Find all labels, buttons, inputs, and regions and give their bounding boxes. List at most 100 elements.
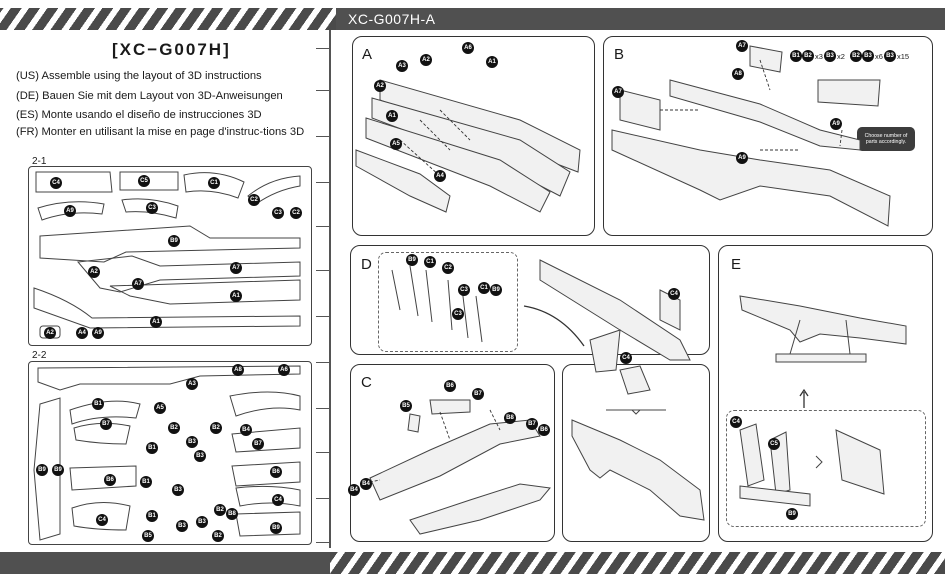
panel-c-drawing: [359, 399, 551, 535]
step-c-part-tag: B4: [360, 478, 372, 490]
spine-tick: [316, 362, 330, 363]
sheet-2-2-part-tag: B1: [146, 442, 158, 454]
spine-tick: [316, 316, 330, 317]
spine-tick: [316, 270, 330, 271]
step-d-part-tag: C2: [442, 262, 454, 274]
step-a-part-tag: A1: [386, 110, 398, 122]
lang-fr: (FR) Monter en utilisant la mise en page…: [16, 126, 305, 138]
step-letter-e: E: [731, 256, 742, 273]
quantity-label: x15: [897, 52, 910, 61]
sheet-2-2-part-tag: B6: [270, 466, 282, 478]
sheet-2-1-part-tag: C3: [272, 207, 284, 219]
sheet-2-2-part-tag: B6: [104, 474, 116, 486]
sheet-2-1-part-tag: A9: [64, 205, 76, 217]
sheet-2-2-part-tag: A8: [232, 364, 244, 376]
sheet-2-1-part-tag: C3: [146, 202, 158, 214]
sheet-2-1-part-tag: B9: [168, 235, 180, 247]
step-e-part-tag: C4: [730, 416, 742, 428]
sheet-2-2-part-tag: B2: [214, 504, 226, 516]
sheet-2-2-part-tag: B1: [140, 476, 152, 488]
sheet-2-2-part-tag: B3: [186, 436, 198, 448]
panel-b-drawing: [611, 45, 891, 227]
e-stand-box: [726, 410, 926, 527]
sheet-2-2-part-tag: B2: [168, 422, 180, 434]
step-c-part-tag: B5: [400, 400, 412, 412]
step-b-part-tag: A9: [736, 152, 748, 164]
sheet-2-1-part-tag: A2: [44, 327, 56, 339]
sheet-2-1-part-tag: A2: [88, 266, 100, 278]
model-code: XC-G007H-A: [336, 8, 448, 30]
panel-d-drawing: [391, 259, 691, 415]
sheet-2-2-part-tag: B3: [194, 450, 206, 462]
sheet-2-2-part-tag: B2: [210, 422, 222, 434]
step-a-part-tag: A1: [486, 56, 498, 68]
sheet-2-2-part-tag: B3: [196, 516, 208, 528]
step-e-part-tag: B9: [786, 508, 798, 520]
sheet-2-2-part-tag: B9: [36, 464, 48, 476]
footer-stripe-left: [0, 552, 330, 574]
sheet-2-1-part-tag: C2: [248, 194, 260, 206]
binding-spine: [329, 30, 331, 548]
step-a-part-tag: A2: [374, 80, 386, 92]
spine-tick: [316, 408, 330, 409]
sheet-2-1-part-tag: C5: [138, 175, 150, 187]
step-d-part-tag: B9: [490, 284, 502, 296]
step-c-part-tag: B4: [348, 484, 360, 496]
sheet-2-2-part-tag: B7: [252, 438, 264, 450]
sheet-2-1-part-tag: A7: [132, 278, 144, 290]
parts-sheet-2-2: [28, 361, 312, 545]
spine-tick: [316, 90, 330, 91]
sheet-2-1-part-tag: A1: [230, 290, 242, 302]
sheet-2-1-part-tag: A9: [92, 327, 104, 339]
step-letter-c: C: [361, 374, 372, 391]
d-subassembly-box: [378, 252, 518, 352]
sheet-2-1-part-tag: A4: [76, 327, 88, 339]
sheet-2-2-part-tag: C4: [96, 514, 108, 526]
step-b-quantity-tag: B3: [884, 50, 896, 62]
step-d-part-tag: C4: [620, 352, 632, 364]
sheet-2-2-part-tag: A3: [186, 378, 198, 390]
sheet-2-2-part-tag: B1: [92, 398, 104, 410]
quantity-label: x3: [815, 52, 823, 61]
step-c-part-tag: B7: [472, 388, 484, 400]
panel-a-drawing: [355, 79, 581, 213]
sheet-2-2-part-tag: B3: [172, 484, 184, 496]
step-b-quantity-tag: B2: [802, 50, 814, 62]
header-stripe-right: [448, 8, 945, 30]
sheet-2-2-part-tag: B9: [52, 464, 64, 476]
sheet-2-2-outlines: [33, 365, 301, 541]
sheet-label-2-2: 2-2: [32, 350, 47, 361]
step-c-part-tag: B6: [444, 380, 456, 392]
step-d-part-tag: C1: [478, 282, 490, 294]
lang-us: (US) Assemble using the layout of 3D ins…: [16, 70, 262, 82]
sheet-2-2-part-tag: B7: [100, 418, 112, 430]
step-b-part-tag: A8: [732, 68, 744, 80]
step-e-part-tag: C5: [768, 438, 780, 450]
sheet-2-2-part-tag: A5: [154, 402, 166, 414]
sheet-2-2-part-tag: C4: [272, 494, 284, 506]
sheet-2-1-part-tag: C2: [290, 207, 302, 219]
step-d-part-tag: C4: [668, 288, 680, 300]
step-letter-b: B: [614, 46, 625, 63]
footer-stripe-right: [330, 552, 945, 574]
header-stripe-left: [0, 8, 336, 30]
sheet-2-2-part-tag: B5: [142, 530, 154, 542]
quantity-note-bubble: Choose number of parts accordingly.: [857, 127, 915, 151]
step-a-part-tag: A3: [396, 60, 408, 72]
sheet-2-1-outlines: [33, 171, 301, 339]
sheet-2-2-part-tag: B8: [226, 508, 238, 520]
step-b-quantity-tag: B2: [850, 50, 862, 62]
spine-tick: [316, 226, 330, 227]
step-letter-a: A: [362, 46, 373, 63]
sheet-2-2-part-tag: B3: [176, 520, 188, 532]
sheet-2-2-part-tag: B4: [240, 424, 252, 436]
spine-tick: [316, 498, 330, 499]
step-a-part-tag: A6: [462, 42, 474, 54]
panel-e-drawing: [739, 295, 907, 507]
step-b-quantity-tag: B1: [790, 50, 802, 62]
quantity-label: x2: [837, 52, 845, 61]
sheet-2-1-part-tag: C1: [208, 177, 220, 189]
sheet-2-2-part-tag: B2: [212, 530, 224, 542]
sheet-2-2-part-tag: A6: [278, 364, 290, 376]
spine-tick: [316, 542, 330, 543]
